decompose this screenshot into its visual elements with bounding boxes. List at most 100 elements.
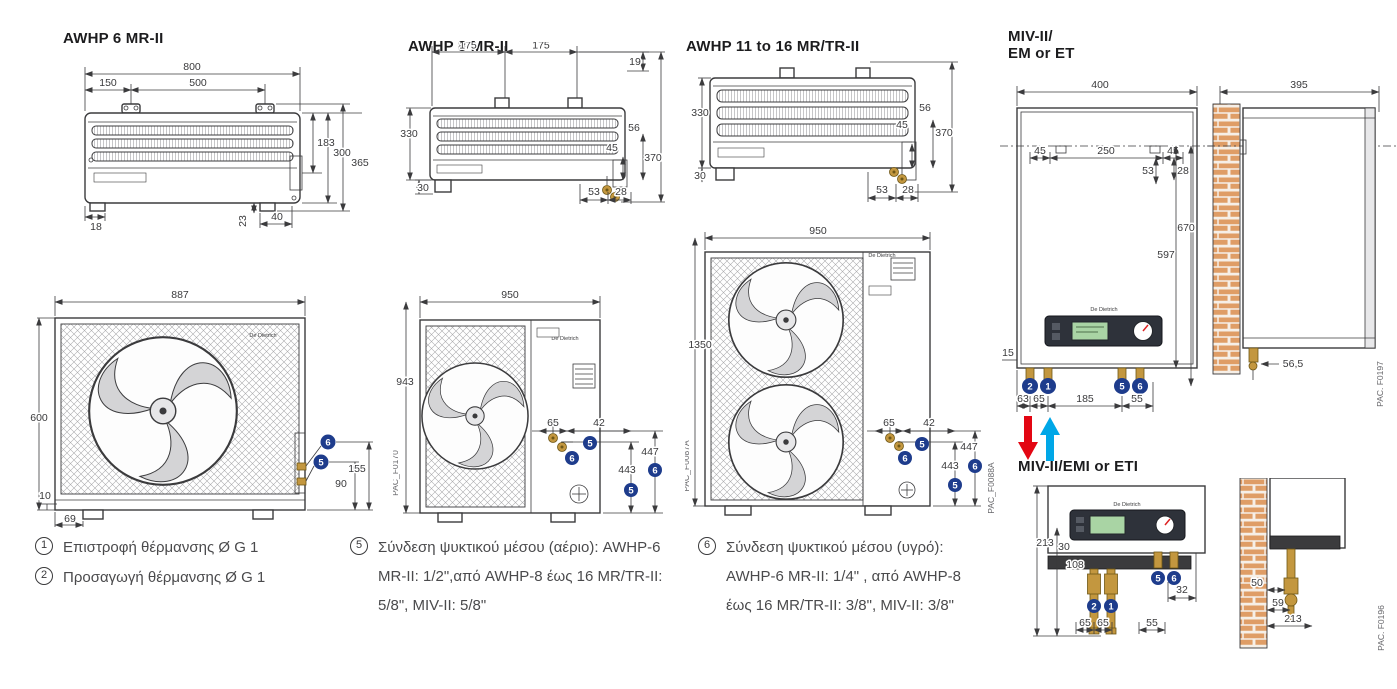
dim-label: 150 [99,77,117,89]
flow-arrow-up [1040,417,1060,461]
dim-label: 950 [809,226,827,237]
dim-label: 59 [1272,597,1284,609]
miv-eti-side-body [1239,478,1346,649]
miv-front-view: 400 De Dietrich 45 250 45 53 28 [1000,78,1215,461]
miv-eti-front-markers: 5 6 2 1 [1087,571,1181,613]
awhp16-front-body: De Dietrich [704,251,931,516]
dim-label: 65 [1079,617,1091,629]
dim-label: 56 [628,122,640,134]
dim-label: 42 [923,417,935,429]
awhp16-front-dims-right: 65 42 443 5 447 6 5 6 [867,416,982,507]
figure-ref: PAC. F0197 [1375,361,1385,407]
dim-label: 63 [1017,393,1029,405]
flow-arrow-down [1018,416,1038,460]
dim-label: 447 [960,441,978,453]
awhp8-top-dims-top: 175 175 19 [431,42,649,106]
legend-number-5: 5 [350,537,368,555]
marker-6: 6 [968,459,982,473]
awhp8-top-dims-bottom: 53 28 [579,184,632,204]
dim-label: 950 [501,289,519,301]
dim-label: 53 [1142,165,1154,177]
dim-label: 447 [641,446,659,458]
awhp6-front-body: De Dietrich [54,317,307,520]
svg-text:1: 1 [1108,601,1114,612]
figure-ref: PAC_F0170 [393,450,400,496]
marker-5: 5 [948,478,962,492]
brand-label: De Dietrich [1090,307,1117,313]
dim-label: 69 [64,513,76,525]
dim-label: 887 [171,289,189,301]
figure-ref: PAC. F0196 [1376,605,1386,651]
dim-label: 370 [935,127,953,139]
awhp6-top-right-dims: 183 300 365 [276,103,370,212]
dim-label: 45 [1034,145,1046,157]
awhp6-front-dims-top: 887 [54,288,306,316]
svg-text:5: 5 [1119,382,1125,393]
marker-2: 2 [1087,599,1101,613]
dim-label: 65 [547,417,559,429]
awhp6-front-dims-right: 155 90 6 5 [305,434,373,511]
dim-label: 32 [1176,584,1188,596]
dim-label: 50 [1251,577,1263,589]
awhp6-top-dims: 800 150 500 [84,60,301,111]
panel-title-miv-eti: MIV-II/EMI or ETI [1018,458,1139,475]
marker-1: 1 [1104,599,1118,613]
svg-text:5: 5 [587,438,593,449]
legend-number-2: 2 [35,567,53,585]
dim-label: 28 [902,184,914,196]
svg-text:6: 6 [569,453,574,464]
awhp8-top-view: 175 175 19 330 30 [399,42,665,204]
dim-label: 28 [1177,165,1189,177]
svg-text:5: 5 [952,480,958,491]
dim-label: 45 [896,119,908,131]
marker-6: 6 [1132,378,1148,394]
miv-side-dims-bottom: 56,5 PAC. F0197 [1260,357,1387,408]
legend-item-6: 6 Σύνδεση ψυκτικού μέσου (υγρό): AWHP-6 … [698,533,990,620]
marker-6: 6 [1167,571,1181,585]
dim-label: 670 [1177,222,1195,234]
marker-5: 5 [1151,571,1165,585]
marker-1: 1 [1040,378,1056,394]
brand-label: De Dietrich [249,333,276,339]
dim-label: 213 [1284,613,1302,625]
miv-front-dims-bottom: 15 2 1 5 6 63 65 185 55 [1001,346,1154,461]
marker-2: 2 [1022,378,1038,394]
legend-item-2: 2 Προσαγωγή θέρμανσης Ø G 1 [35,563,335,592]
awhp6-front-dims-left: 600 10 69 [29,317,84,528]
dim-label: 53 [588,186,600,198]
legend-text-6: Σύνδεση ψυκτικού μέσου (υγρό): AWHP-6 MR… [726,539,961,614]
panel-title-miv: MIV-II/ EM or ET [1008,28,1075,62]
dim-label: 443 [941,460,959,472]
awhp8-front-view: 950 De Dietrich 65 42 443 5 [393,288,663,523]
dim-label: 213 [1036,537,1054,549]
dim-label: 23 [237,215,249,227]
dim-label: 800 [183,61,201,73]
dim-label: 400 [1091,79,1109,91]
awhp8-front-dims-left: 943 PAC_F0170 [393,301,423,514]
dim-label: 56,5 [1283,358,1304,370]
legend-text-5: Σύνδεση ψυκτικού μέσου (αέριο): AWHP-6 M… [378,539,663,614]
legend-item-5: 5 Σύνδεση ψυκτικού μέσου (αέριο): AWHP-6… [350,533,665,620]
svg-text:1: 1 [1045,382,1051,393]
marker-6: 6 [648,463,662,477]
svg-text:2: 2 [1091,601,1096,612]
dim-label: 600 [30,412,48,424]
awhp16-top-body [709,67,917,184]
dim-label: 65 [883,417,895,429]
dim-label: 56 [919,102,931,114]
awhp16-top-view: 330 45 56 370 30 53 28 [690,61,958,202]
dim-label: 365 [351,157,369,169]
brand-label: De Dietrich [551,336,578,342]
panel-title-miv-line1: MIV-II/ [1008,28,1053,45]
marker-5: 5 [1114,378,1130,394]
miv-eti-side-view: 50 59 213 PAC. F0196 [1239,478,1388,652]
miv-side-body [1207,103,1397,380]
dim-label: 185 [1076,393,1094,405]
dim-label: 90 [335,478,347,490]
svg-text:5: 5 [919,439,925,450]
dim-label: 15 [1002,347,1014,359]
dim-label: 500 [189,77,207,89]
marker-5: 5 [583,436,597,450]
dim-label: 45 [606,142,618,154]
dim-label: 28 [615,186,627,198]
